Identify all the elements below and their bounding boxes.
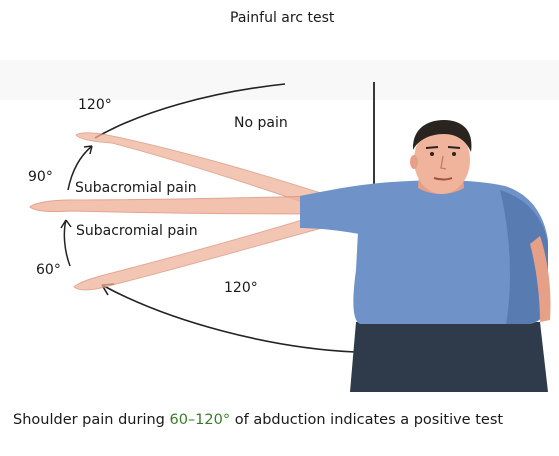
label-no-pain: No pain [234,115,288,131]
label-90: 90° [28,169,53,185]
person-eye-left [430,152,434,156]
label-subacromial-lower: Subacromial pain [76,223,198,239]
background-watermark [0,60,559,100]
person-eye-right [452,152,456,156]
label-120-top: 120° [78,97,112,113]
caption: Shoulder pain during 60–120° of abductio… [13,410,543,431]
arc-arrowhead-60-to-90 [61,220,71,228]
label-60: 60° [36,262,61,278]
caption-prefix: Shoulder pain during [13,412,169,428]
person-pants [350,322,548,392]
person-ear [410,155,418,169]
label-120-bottom: 120° [224,280,258,296]
arm-position-90 [30,196,320,214]
caption-suffix: of abduction indicates a positive test [230,412,503,428]
label-subacromial-upper: Subacromial pain [75,180,197,196]
caption-range: 60–120° [169,412,230,428]
arc-arrow-60-to-90 [64,220,70,266]
diagram-title: Painful arc test [230,10,335,26]
